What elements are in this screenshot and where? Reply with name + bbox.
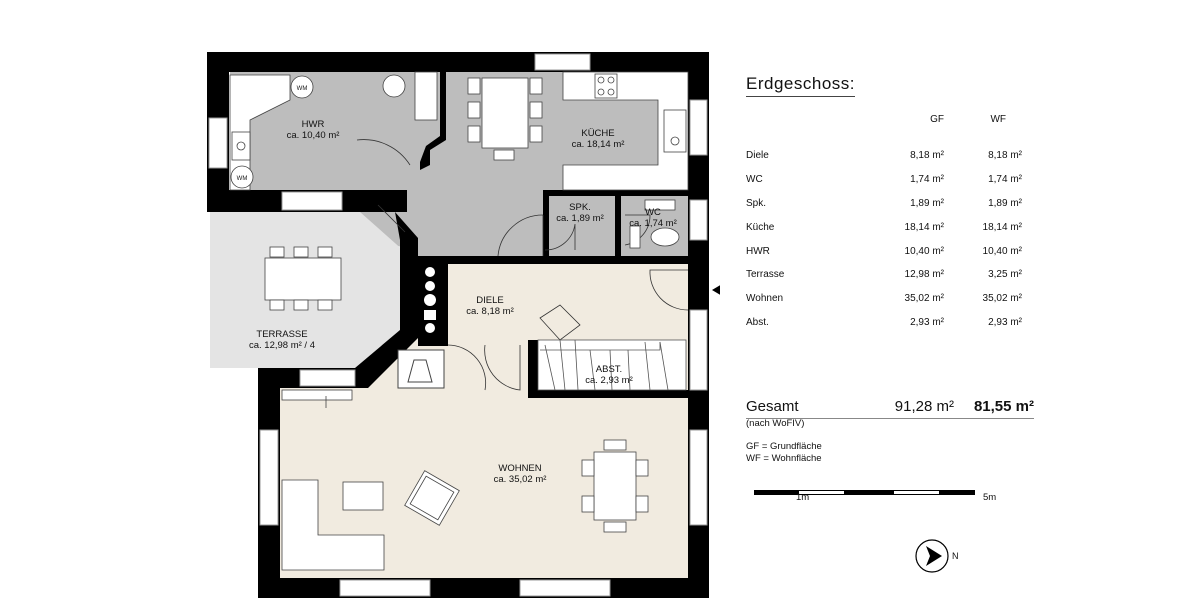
abbr-wf: WF = Wohnfläche xyxy=(746,453,822,464)
area-name: HWR xyxy=(746,245,770,257)
living-furniture xyxy=(281,389,649,571)
stove xyxy=(397,266,445,389)
room-name-hwr: HWR xyxy=(302,119,325,130)
area-gf: 2,93 m² xyxy=(910,317,944,329)
room-area-diele: ca. 8,18 m² xyxy=(466,306,514,317)
room-area-abst: ca. 2,93 m² xyxy=(585,375,633,386)
area-wf: 35,02 m² xyxy=(982,293,1022,305)
north-arrow: N xyxy=(914,538,964,578)
area-legend: Erdgeschoss: GF WF Diele 8,18 m² 8,18 m² W… xyxy=(746,74,1046,464)
area-wf: 10,40 m² xyxy=(982,245,1022,257)
room-area-hwr: ca. 10,40 m² xyxy=(287,130,340,141)
area-name: Spk. xyxy=(746,197,767,209)
area-name: Terrasse xyxy=(746,269,785,281)
area-row: Wohnen 35,02 m² 35,02 m² xyxy=(746,293,1026,317)
room-name-abst: ABST. xyxy=(596,364,622,375)
room-name-diele: DIELE xyxy=(476,295,503,306)
area-row: Terrasse 12,98 m² 3,25 m² xyxy=(746,269,1026,293)
wm-label: WM xyxy=(297,86,308,92)
room-name-wohnen: WOHNEN xyxy=(498,463,541,474)
total-gf: 91,28 m² xyxy=(894,398,954,415)
area-row: WC 1,74 m² 1,74 m² xyxy=(746,174,1026,198)
area-row: Abst. 2,93 m² 2,93 m² xyxy=(746,317,1026,341)
area-wf: 1,89 m² xyxy=(988,197,1022,209)
area-wf: 8,18 m² xyxy=(988,150,1022,161)
north-label: N xyxy=(952,551,959,561)
area-wf: 18,14 m² xyxy=(982,221,1022,233)
area-table: Diele 8,18 m² 8,18 m² WC 1,74 m² 1,74 m² Spk… xyxy=(746,150,1026,341)
area-row: Spk. 1,89 m² 1,89 m² xyxy=(746,198,1026,222)
total-wf: 81,55 m² xyxy=(973,398,1034,415)
total-row: Gesamt 91,28 m² 81,55 m² xyxy=(746,398,1034,419)
floor-title: Erdgeschoss: xyxy=(746,74,855,97)
scale-bar: 1m 5m xyxy=(754,484,997,508)
abbreviations: GF = Grundfläche WF = Wohnfläche xyxy=(746,441,822,465)
entrance-arrow xyxy=(712,285,720,295)
room-name-terrasse: TERRASSE xyxy=(256,329,307,340)
area-gf: 1,89 m² xyxy=(910,197,944,209)
hwr-fixtures xyxy=(229,71,438,191)
column-gf: GF xyxy=(930,114,944,125)
wm-label: WM xyxy=(237,176,248,182)
area-name: Diele xyxy=(746,150,769,161)
room-name-wc: WC xyxy=(645,207,661,218)
area-gf: 35,02 m² xyxy=(904,293,944,305)
scale-label-5m: 5m xyxy=(983,492,997,503)
room-area-kueche: ca. 18,14 m² xyxy=(572,139,625,150)
area-name: Abst. xyxy=(746,317,769,329)
area-gf: 8,18 m² xyxy=(910,150,944,161)
abbr-gf: GF = Grundfläche xyxy=(746,441,822,452)
floor-plan: WM WM xyxy=(207,52,720,598)
scale-bar-graphic xyxy=(754,490,975,495)
terrace-furniture xyxy=(264,246,342,311)
column-wf: WF xyxy=(990,114,1006,125)
area-gf: 18,14 m² xyxy=(904,221,944,233)
area-row: Diele 8,18 m² 8,18 m² xyxy=(746,150,1026,174)
area-name: Küche xyxy=(746,221,775,233)
room-area-terrasse: ca. 12,98 m² / 4 xyxy=(249,340,315,351)
area-row: Küche 18,14 m² 18,14 m² xyxy=(746,222,1026,246)
area-name: WC xyxy=(746,173,763,185)
room-area-wc: ca. 1,74 m² xyxy=(629,218,677,229)
total-label: Gesamt xyxy=(746,398,799,415)
area-wf: 1,74 m² xyxy=(988,173,1022,185)
column-headers: GF WF xyxy=(746,114,1026,128)
room-name-spk: SPK. xyxy=(569,202,591,213)
area-gf: 12,98 m² xyxy=(904,269,944,281)
room-area-spk: ca. 1,89 m² xyxy=(556,213,604,224)
stairs xyxy=(537,339,687,391)
area-wf: 3,25 m² xyxy=(988,269,1022,281)
total-note: (nach WoFIV) xyxy=(746,418,805,429)
area-wf: 2,93 m² xyxy=(988,317,1022,329)
area-row: HWR 10,40 m² 10,40 m² xyxy=(746,246,1026,270)
wc-fixtures xyxy=(629,199,680,249)
area-gf: 10,40 m² xyxy=(904,245,944,257)
area-name: Wohnen xyxy=(746,293,784,305)
compass-icon xyxy=(915,539,949,573)
room-name-kueche: KÜCHE xyxy=(581,128,614,139)
room-area-wohnen: ca. 35,02 m² xyxy=(494,474,547,485)
area-gf: 1,74 m² xyxy=(910,173,944,185)
scale-label-1m: 1m xyxy=(796,492,810,503)
windows xyxy=(208,53,708,597)
kitchen-fixtures xyxy=(467,71,689,191)
